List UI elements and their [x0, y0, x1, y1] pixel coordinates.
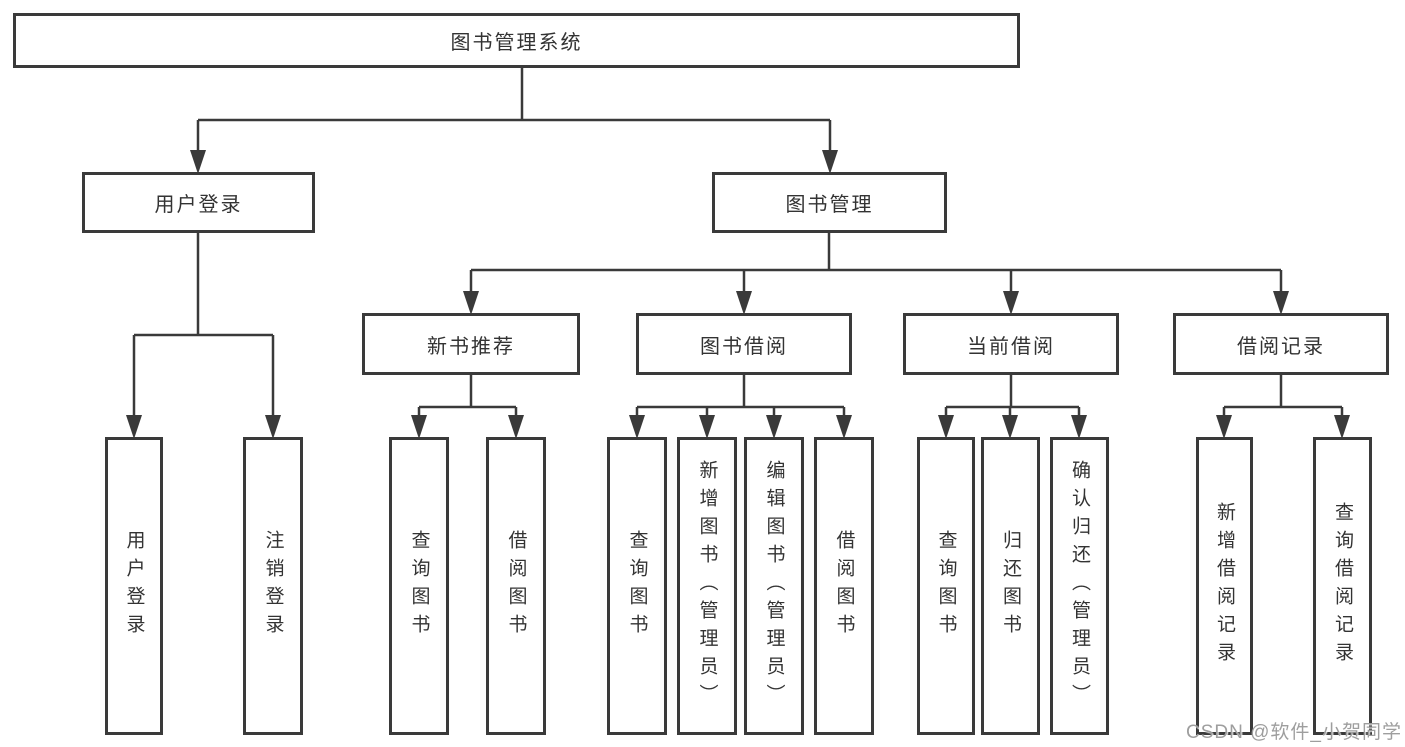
node-leaf-query-book-3: 查询图书 [917, 437, 975, 735]
node-label: 借阅图书 [505, 530, 527, 642]
node-root-system: 图书管理系统 [13, 13, 1020, 68]
node-label: 查询图书 [408, 530, 430, 642]
arrowhead-icons [126, 150, 1350, 439]
node-label: 借阅图书 [833, 530, 855, 642]
node-label: 查询借阅记录 [1332, 502, 1353, 670]
node-leaf-add-book-admin: 新增图书（管理员） [677, 437, 737, 735]
node-label: 注销登录 [262, 530, 284, 642]
node-new-book-recommend: 新书推荐 [362, 313, 580, 375]
node-label: 用户登录 [123, 530, 145, 642]
node-borrow-records: 借阅记录 [1173, 313, 1389, 375]
node-current-borrow: 当前借阅 [903, 313, 1119, 375]
node-label: 编辑图书（管理员） [763, 460, 785, 712]
node-label: 查询图书 [626, 530, 648, 642]
node-label: 图书借阅 [700, 335, 788, 358]
node-book-management-module: 图书管理 [712, 172, 947, 233]
node-leaf-borrow-book-2: 借阅图书 [814, 437, 874, 735]
node-label: 归还图书 [1000, 530, 1021, 642]
node-leaf-edit-book-admin: 编辑图书（管理员） [744, 437, 804, 735]
node-label: 查询图书 [935, 530, 957, 642]
node-label: 确认归还（管理员） [1069, 460, 1090, 712]
node-label: 借阅记录 [1237, 335, 1325, 358]
node-label: 当前借阅 [967, 335, 1055, 358]
node-leaf-logout: 注销登录 [243, 437, 303, 735]
node-leaf-confirm-return-admin: 确认归还（管理员） [1050, 437, 1109, 735]
node-leaf-user-login: 用户登录 [105, 437, 163, 735]
node-leaf-return-book: 归还图书 [981, 437, 1040, 735]
node-leaf-query-book-1: 查询图书 [389, 437, 449, 735]
node-book-borrow: 图书借阅 [636, 313, 852, 375]
node-label: 图书管理 [785, 194, 874, 216]
node-leaf-add-borrow-record: 新增借阅记录 [1196, 437, 1253, 735]
csdn-watermark: CSDN @软件_小贺同学 [1186, 722, 1402, 743]
node-user-login-module: 用户登录 [82, 172, 315, 233]
node-label: 新增图书（管理员） [696, 460, 718, 712]
node-leaf-query-book-2: 查询图书 [607, 437, 667, 735]
node-leaf-query-borrow-record: 查询借阅记录 [1313, 437, 1372, 735]
node-label: 新书推荐 [427, 335, 515, 358]
node-label: 用户登录 [154, 194, 243, 216]
node-leaf-borrow-book-1: 借阅图书 [486, 437, 546, 735]
node-label: 图书管理系统 [450, 32, 583, 54]
node-label: 新增借阅记录 [1214, 502, 1235, 670]
